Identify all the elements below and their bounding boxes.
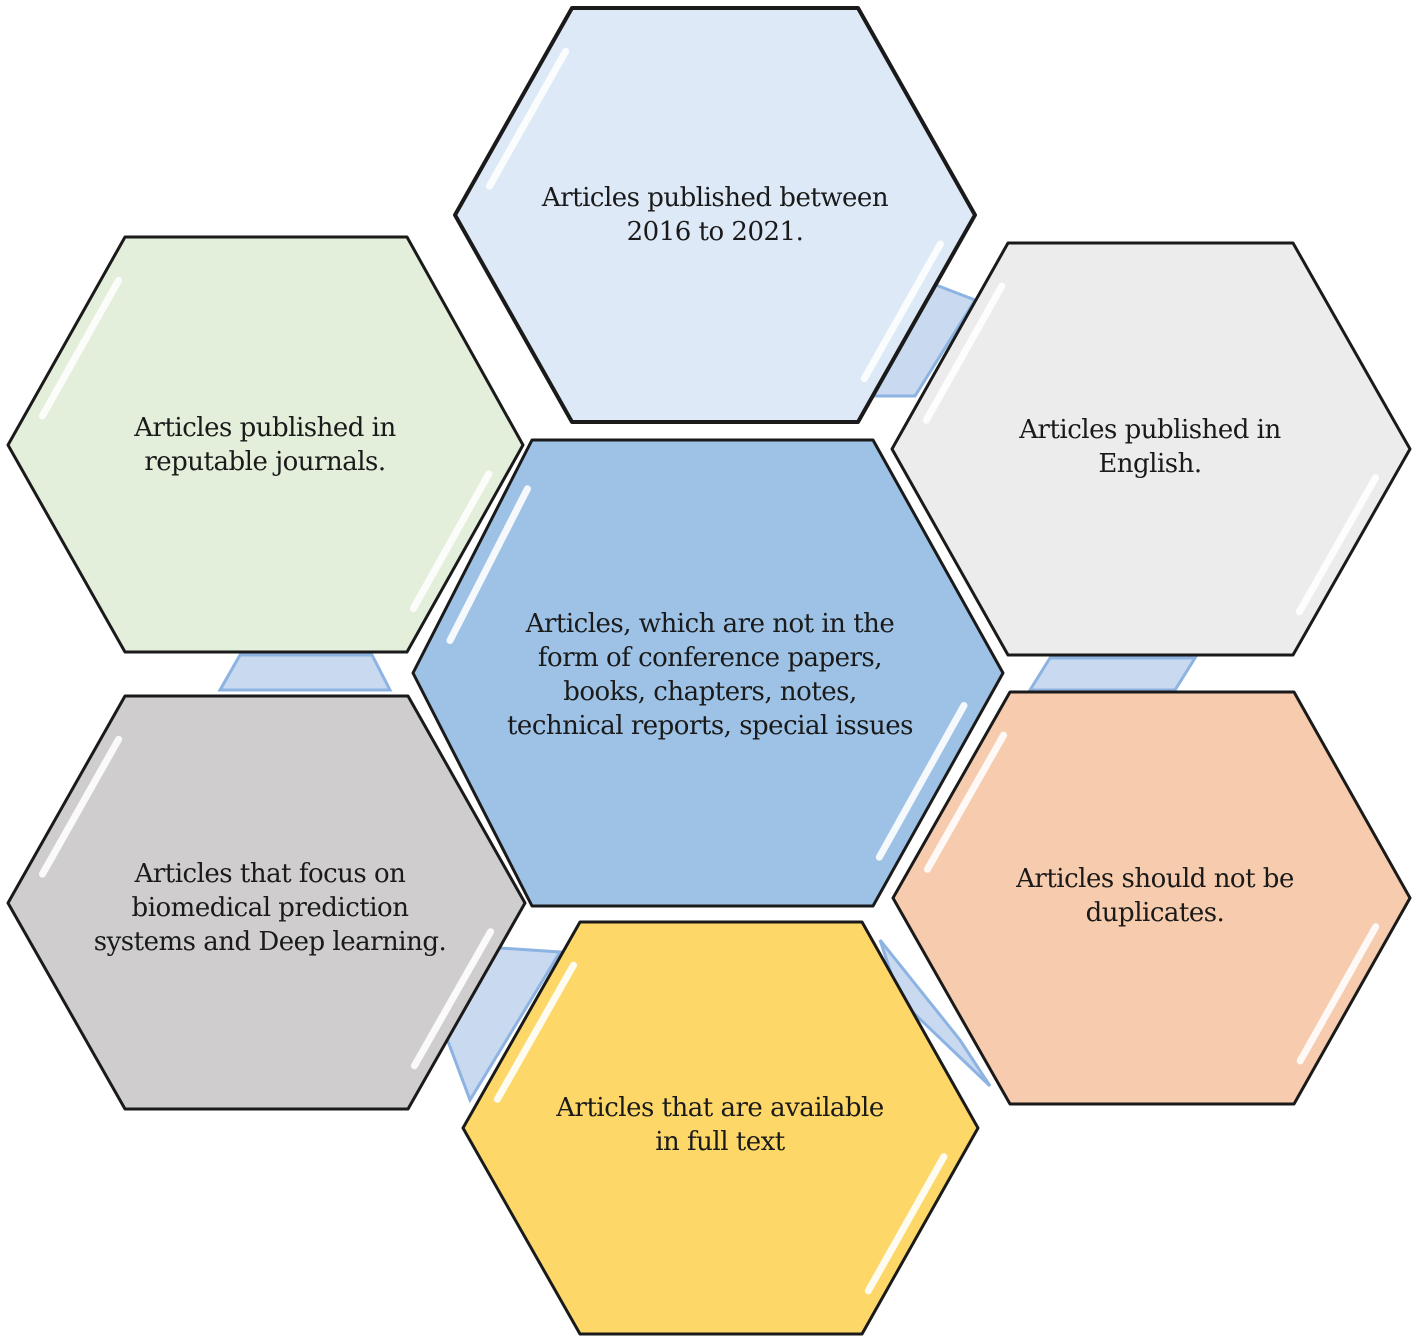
hexagon-highlight-lower-left-2 (410, 928, 495, 1070)
hex-label-top: Articles published between 2016 to 2021. (541, 183, 889, 247)
hex-label-lower-right: Articles should not be duplicates. (1016, 864, 1294, 928)
hexagon-lower-left (6, 694, 527, 1111)
hexagon-highlight-top-1 (486, 47, 570, 190)
hexagon-bottom (461, 920, 980, 1336)
hexagon-highlight-top-2 (860, 240, 944, 383)
hexagon-highlight-lower-left-1 (38, 735, 123, 878)
hexagon-highlight-upper-left-2 (409, 470, 493, 613)
connector-shape-2 (217, 653, 393, 692)
hexagon-upper-left (6, 235, 525, 654)
hexagon-highlight-upper-right-1 (922, 282, 1006, 424)
hexagon-shape-top (453, 6, 977, 424)
hexagon-shape-lower-left (6, 694, 527, 1111)
hexagon-highlight-center-1 (446, 485, 531, 644)
hexagon-center (411, 438, 1005, 908)
hexagon-highlight-upper-right-2 (1295, 474, 1380, 616)
hexagon-shape-upper-right (890, 241, 1412, 657)
hex-label-lower-left: Articles that focus on biomedical predic… (93, 859, 447, 957)
hexagon-shape-lower-right (891, 690, 1412, 1106)
hex-label-upper-right: Articles published in English. (1019, 415, 1281, 479)
hexagon-highlight-bottom-1 (493, 961, 578, 1103)
hex-label-upper-left: Articles published in reputable journals… (134, 413, 396, 477)
hexagon-highlight-center-2 (875, 702, 968, 861)
hexagon-highlight-bottom-2 (864, 1153, 948, 1295)
hexagon-shape-bottom (461, 920, 980, 1336)
hexagon-shape-upper-left (6, 235, 525, 654)
hexagon-highlight-upper-left-1 (38, 277, 123, 420)
hexagon-layer (6, 6, 1412, 1336)
hexagon-shape-center (411, 438, 1005, 908)
hex-label-center: Articles, which are not in the form of c… (506, 609, 914, 741)
hexagon-highlight-lower-right-2 (1296, 923, 1380, 1065)
hexagon-lower-right (891, 690, 1412, 1106)
hexagon-top (453, 6, 977, 424)
hexagon-upper-right (890, 241, 1412, 657)
connector-shape-3 (1027, 656, 1198, 692)
hex-label-bottom: Articles that are available in full text (556, 1093, 884, 1157)
hexagon-highlight-lower-right-1 (923, 731, 1008, 873)
